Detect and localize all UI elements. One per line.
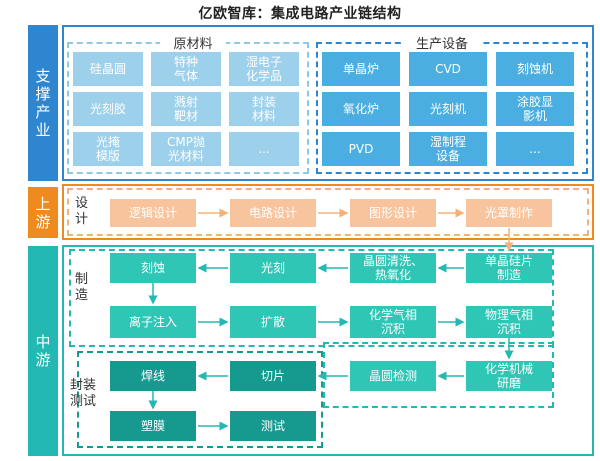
equipment-cell: 光刻机 [409, 92, 487, 126]
manufacturing-step: 扩散 [230, 306, 316, 338]
material-cell: 特种 气体 [151, 52, 221, 86]
material-cell: 光刻胶 [73, 92, 143, 126]
packaging-step: 切片 [230, 361, 316, 391]
equipment-cell: 湿制程 设备 [409, 132, 487, 166]
upstream-frame [62, 184, 594, 240]
equipment-cell: ... [496, 132, 574, 166]
manufacturing-step: 化学机械 研磨 [466, 361, 552, 391]
equipment-cell: 氧化炉 [322, 92, 400, 126]
midstream-sidebar: 中游 [28, 246, 58, 456]
packaging-label: 封装 测试 [70, 378, 97, 409]
manufacturing-step: 单晶硅片 制造 [466, 253, 552, 283]
manufacturing-step: 离子注入 [110, 306, 196, 338]
packaging-step: 测试 [230, 411, 316, 441]
manufacturing-box [69, 249, 554, 347]
equipment-cell: CVD [409, 52, 487, 86]
material-cell: ... [229, 132, 299, 166]
packaging-box [77, 351, 323, 448]
midstream-frame [62, 245, 594, 456]
manufacturing-step: 晶圆检测 [350, 361, 436, 391]
equipment-cell: 刻蚀机 [496, 52, 574, 86]
equipment-cell: 涂胶显 影机 [496, 92, 574, 126]
material-cell: 溅射 靶材 [151, 92, 221, 126]
manufacturing-step: 物理气相 沉积 [466, 306, 552, 338]
material-cell: CMP抛 光材料 [151, 132, 221, 166]
upstream-label: 上游 [35, 194, 51, 231]
design-label: 设 计 [75, 196, 89, 227]
equipment-cell: 单晶炉 [322, 52, 400, 86]
manufacturing-step: 光刻 [230, 253, 316, 283]
material-cell: 封装 材料 [229, 92, 299, 126]
design-box [67, 188, 589, 236]
manufacturing-step: 晶圆清洗、 热氧化 [350, 253, 436, 283]
materials-label: 原材料 [160, 33, 226, 52]
upstream-step: 光罩制作 [466, 199, 552, 227]
support-label: 支撑产业 [35, 67, 51, 139]
packaging-step: 焊线 [110, 361, 196, 391]
page-title: 亿欧智库：集成电路产业链结构 [198, 6, 402, 22]
material-cell: 光掩 模版 [73, 132, 143, 166]
material-cell: 湿电子 化学品 [229, 52, 299, 86]
manufacturing-step: 化学气相 沉积 [350, 306, 436, 338]
upstream-step: 图形设计 [350, 199, 436, 227]
upstream-step: 逻辑设计 [110, 199, 196, 227]
upstream-sidebar: 上游 [28, 187, 58, 238]
packaging-step: 塑膜 [110, 411, 196, 441]
midstream-label: 中游 [35, 333, 51, 369]
manufacturing-label: 制 造 [75, 272, 89, 303]
upstream-step: 电路设计 [230, 199, 316, 227]
support-frame [62, 25, 594, 181]
equipment-label: 生产设备 [402, 33, 482, 52]
material-cell: 硅晶圆 [73, 52, 143, 86]
equipment-cell: PVD [322, 132, 400, 166]
support-sidebar: 支撑产业 [28, 25, 58, 181]
manufacturing-step: 刻蚀 [110, 253, 196, 283]
